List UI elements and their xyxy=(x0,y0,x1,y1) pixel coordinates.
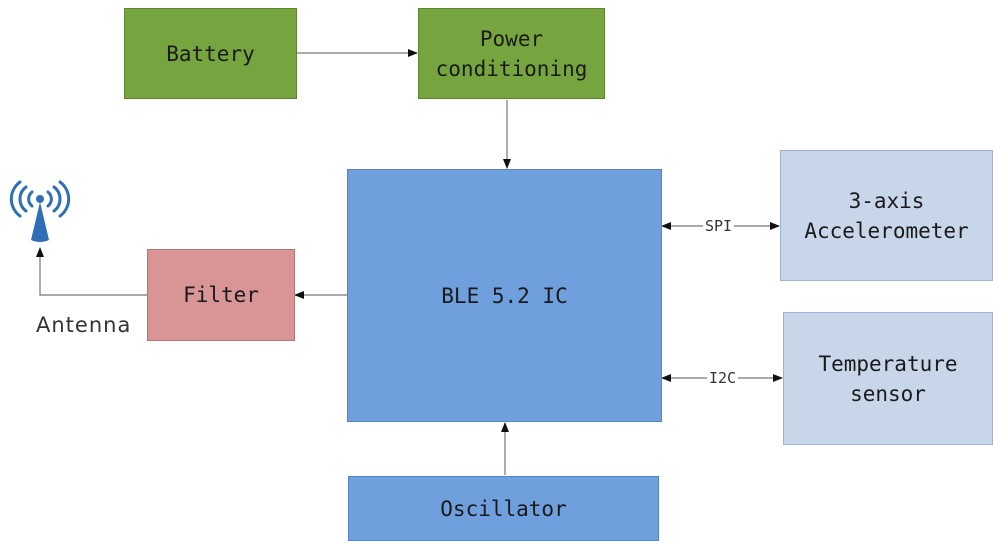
power-conditioning-label-line1: Power xyxy=(479,26,544,51)
filter-block: Filter xyxy=(147,249,295,341)
accelerometer-label-line1: 3-axis xyxy=(848,188,925,213)
accelerometer-block: 3-axis Accelerometer xyxy=(780,150,993,281)
battery-label: Battery xyxy=(166,41,255,66)
i2c-label: I2C xyxy=(707,369,739,387)
oscillator-label: Oscillator xyxy=(440,496,567,521)
spi-label: SPI xyxy=(703,217,735,235)
temperature-sensor-block: Temperature sensor xyxy=(783,312,993,445)
accelerometer-label-line2: Accelerometer xyxy=(804,218,969,243)
temperature-sensor-label-line1: Temperature xyxy=(818,351,958,376)
antenna-icon xyxy=(9,180,71,242)
battery-block: Battery xyxy=(124,8,297,99)
ble-ic-label: BLE 5.2 IC xyxy=(441,283,568,308)
ble-ic-block: BLE 5.2 IC xyxy=(347,169,662,422)
antenna-label: Antenna xyxy=(36,313,132,337)
temperature-sensor-label-line2: sensor xyxy=(850,381,926,406)
power-conditioning-label-line2: conditioning xyxy=(435,56,588,81)
filter-label: Filter xyxy=(183,283,259,307)
oscillator-block: Oscillator xyxy=(348,476,659,541)
power-conditioning-block: Power conditioning xyxy=(418,8,605,99)
arrow-filter-to-antenna xyxy=(36,247,147,296)
